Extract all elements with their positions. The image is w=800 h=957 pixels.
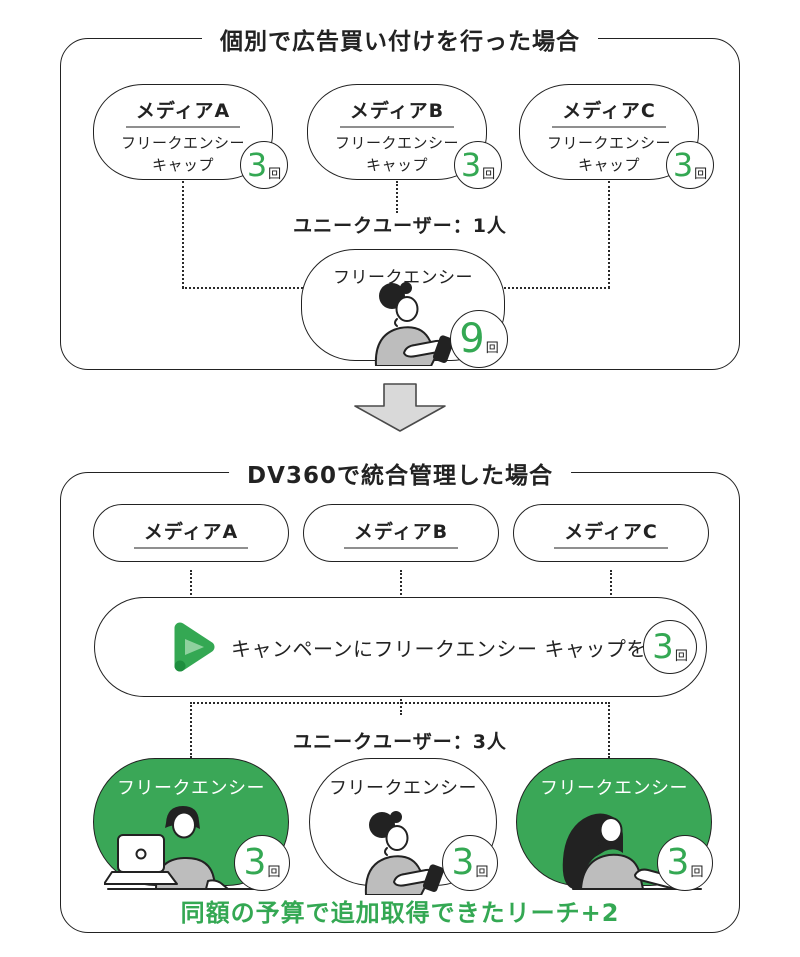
media-a-cap-count: 3	[246, 146, 268, 184]
branch-center-stub	[400, 699, 402, 715]
connector-left-horizontal	[182, 287, 303, 289]
result-2-count: 3	[451, 842, 475, 883]
down-arrow-icon	[353, 383, 447, 433]
media-c-pill: メディアC	[513, 504, 709, 562]
result-3-unit: 回	[690, 864, 704, 880]
campaign-cap-label: キャンペーンにフリークエンシー キャップを設定	[231, 636, 688, 661]
combined-frequency-count: 9	[459, 316, 485, 362]
media-c-cap-count: 3	[672, 146, 694, 184]
media-c-cap-line1: フリークエンシー	[546, 134, 671, 152]
mouse-woman-illustration	[562, 813, 702, 891]
stub-media-c	[610, 570, 612, 595]
media-b-label: メディアB	[339, 96, 455, 128]
unique-users-3-label: ユニークユーザー：3人	[293, 731, 507, 753]
media-b-pill: メディアB	[303, 504, 499, 562]
added-reach-footnote: 同額の予算で追加取得できたリーチ+2	[180, 899, 620, 927]
media-c-cap-line2: キャップ	[577, 155, 640, 174]
connector-media-a	[182, 181, 184, 288]
laptop-man-illustration	[104, 806, 261, 890]
media-b-cap-unit: 回	[482, 166, 496, 182]
media-b-cap-line1: フリークエンシー	[334, 134, 459, 152]
media-b-cap-count: 3	[460, 146, 482, 184]
phone-woman-illustration-2	[364, 811, 444, 895]
media-b-cap-line2: キャップ	[365, 155, 428, 174]
media-a-cap-line1: フリークエンシー	[120, 134, 245, 152]
campaign-cap-unit: 回	[674, 648, 688, 664]
branch-right-vertical	[608, 702, 610, 758]
result-3-count: 3	[666, 842, 690, 883]
connector-media-c	[608, 181, 610, 288]
media-a-cap-unit: 回	[268, 166, 282, 182]
result-2-label: フリークエンシー	[329, 778, 477, 799]
panel1-title: 個別で広告買い付けを行った場合	[202, 22, 598, 56]
dv360-play-icon	[174, 622, 215, 672]
combined-frequency-label: フリークエンシー	[333, 268, 473, 288]
media-a-label: メディアA	[125, 96, 241, 128]
media-c-pill-label: メディアC	[554, 517, 668, 549]
connector-right-horizontal	[504, 287, 610, 289]
dv360-managed-panel: DV360で統合管理した場合 メディアA メディアB メディアC キャンペーンに…	[60, 456, 740, 933]
media-a-pill: メディアA	[93, 504, 289, 562]
campaign-cap-count: 3	[652, 627, 674, 667]
branch-left-vertical	[190, 702, 192, 758]
branch-horizontal	[190, 702, 610, 704]
result-1-unit: 回	[267, 864, 281, 880]
result-2-unit: 回	[475, 864, 489, 880]
phone-woman-illustration	[374, 282, 454, 366]
stub-media-a	[190, 570, 192, 595]
result-3-label: フリークエンシー	[540, 778, 688, 799]
media-c-label: メディアC	[552, 96, 666, 128]
connector-media-b	[396, 181, 398, 213]
result-1-label: フリークエンシー	[117, 778, 265, 799]
media-c-cap-unit: 回	[694, 166, 708, 182]
combined-frequency-unit: 回	[485, 340, 499, 356]
stub-media-b	[400, 570, 402, 595]
panel2-title: DV360で統合管理した場合	[229, 456, 571, 490]
media-a-pill-label: メディアA	[133, 517, 249, 549]
unique-users-1-label: ユニークユーザー：1人	[293, 215, 507, 237]
media-a-cap-line2: キャップ	[151, 155, 214, 174]
media-b-pill-label: メディアB	[343, 517, 459, 549]
result-1-count: 3	[243, 842, 267, 883]
